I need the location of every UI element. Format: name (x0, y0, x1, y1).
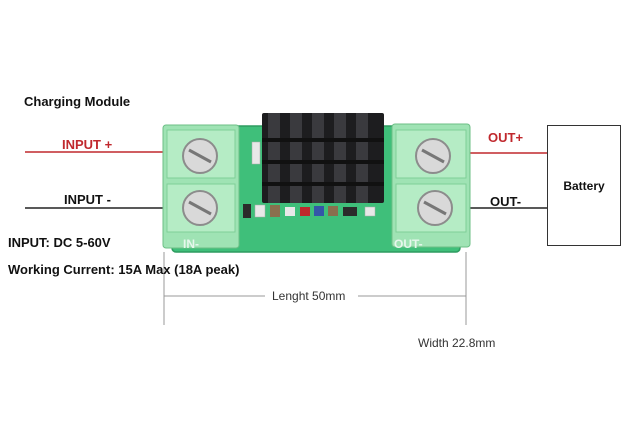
spec-input: INPUT: DC 5-60V (8, 235, 111, 250)
battery-label: Battery (563, 178, 605, 193)
silkscreen-in: IN- (183, 237, 199, 251)
input-terminal-block (162, 124, 240, 249)
battery-box: Battery (547, 125, 621, 246)
silkscreen-out: OUT- (394, 237, 423, 251)
output-terminal-block (391, 123, 471, 248)
input-plus-label: INPUT + (62, 137, 113, 152)
input-minus-label: INPUT - (64, 192, 111, 207)
module-title: Charging Module (24, 94, 131, 109)
out-plus-label: OUT+ (488, 130, 524, 145)
smd-components (243, 141, 376, 218)
width-label: Width 22.8mm (418, 336, 496, 350)
spec-current: Working Current: 15A Max (18A peak) (8, 262, 240, 277)
heatsink (262, 113, 384, 203)
length-label: Lenght 50mm (272, 289, 346, 303)
out-minus-label: OUT- (490, 194, 522, 209)
